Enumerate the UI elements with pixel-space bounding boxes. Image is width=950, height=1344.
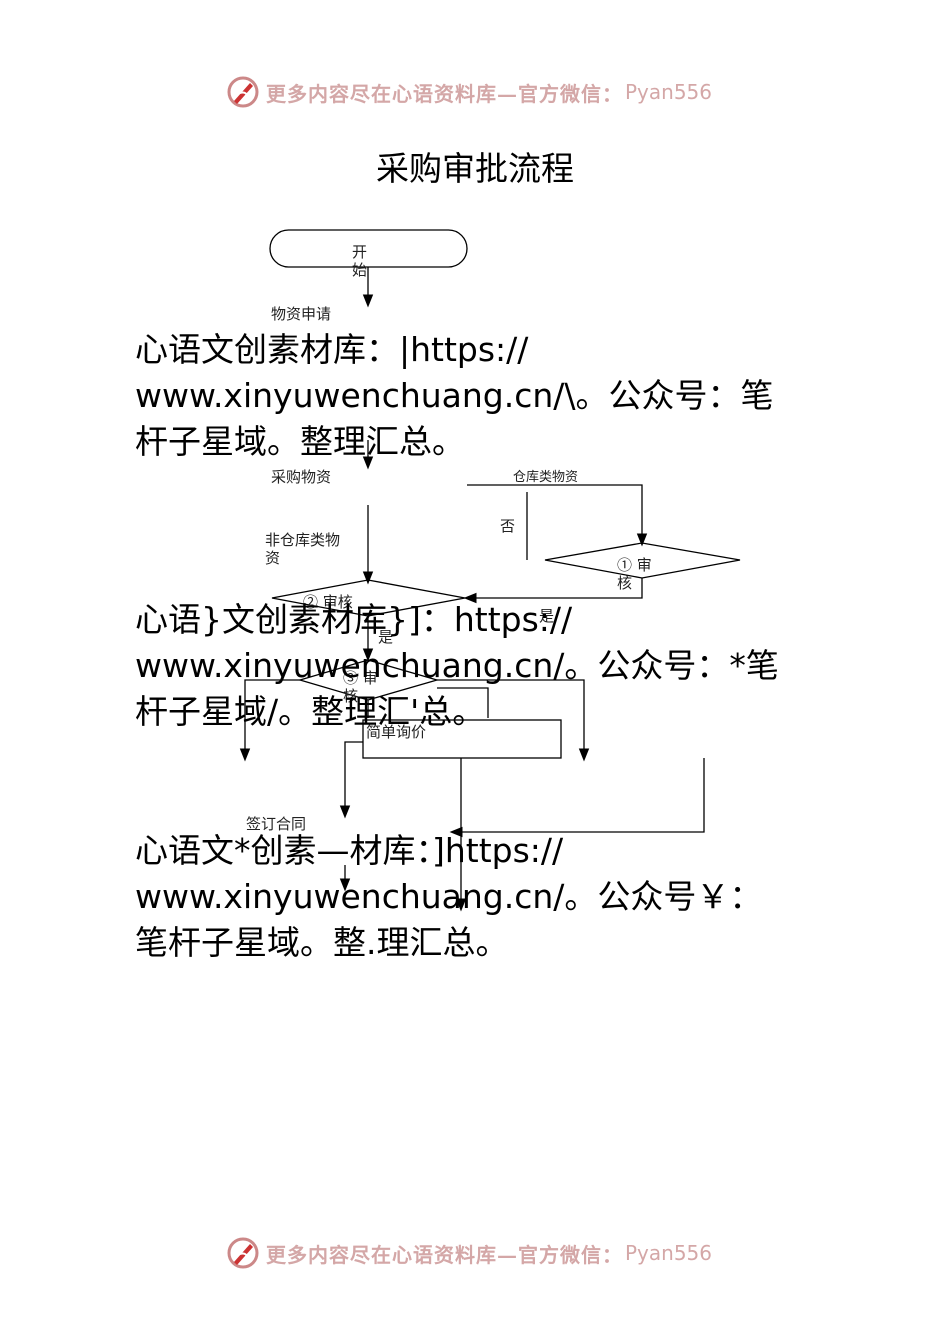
pen-logo-icon [227, 76, 259, 108]
inquiry-box [362, 719, 562, 759]
warehouse-goods-label: 仓库类物资 [513, 470, 579, 485]
watermark-text: 更多内容尽在心语资料库—官方微信： [266, 1242, 623, 1267]
watermark-id: Pyan556 [625, 80, 713, 104]
inquiry-label: 简单询价 [366, 723, 427, 741]
pen-logo-icon [227, 1237, 259, 1269]
footer-watermark: 更多内容尽在心语资料库—官方微信： Pyan556 [226, 1235, 712, 1271]
review2-label: ② 审核 [303, 593, 353, 611]
watermark-id: Pyan556 [625, 1241, 713, 1265]
watermark-text: 更多内容尽在心语资料库—官方微信： [266, 81, 623, 106]
contract-label: 签订合同 [246, 815, 307, 833]
header-watermark: 更多内容尽在心语资料库—官方微信： Pyan556 [226, 74, 712, 110]
overlay-text-2: 心语}文创素材库}]：https:// www.xinyuwenchuang.c… [135, 600, 779, 731]
start-label: 开 始 [352, 243, 368, 279]
no-label: 否 [500, 517, 516, 535]
review1-diamond [544, 542, 741, 579]
review1-label: ① 审 核 [617, 556, 652, 592]
review2-diamond [271, 579, 466, 617]
yes-label-2: 是 [378, 628, 394, 646]
review3-label: ③ 审 核 [343, 669, 378, 705]
page-title: 采购审批流程 [376, 149, 574, 188]
overlay-text-1: 心语文创素材库：|https:// www.xinyuwenchuang.cn/… [135, 330, 774, 461]
request-label: 物资申请 [271, 305, 332, 323]
purchase-label: 采购物资 [271, 468, 332, 486]
yes-label-1: 是 [539, 607, 555, 625]
overlay-text-3: 心语文*创素—材库：]https:// www.xinyuwenchuang.c… [135, 831, 763, 962]
non-warehouse-label: 非仓库类物 资 [265, 531, 341, 567]
